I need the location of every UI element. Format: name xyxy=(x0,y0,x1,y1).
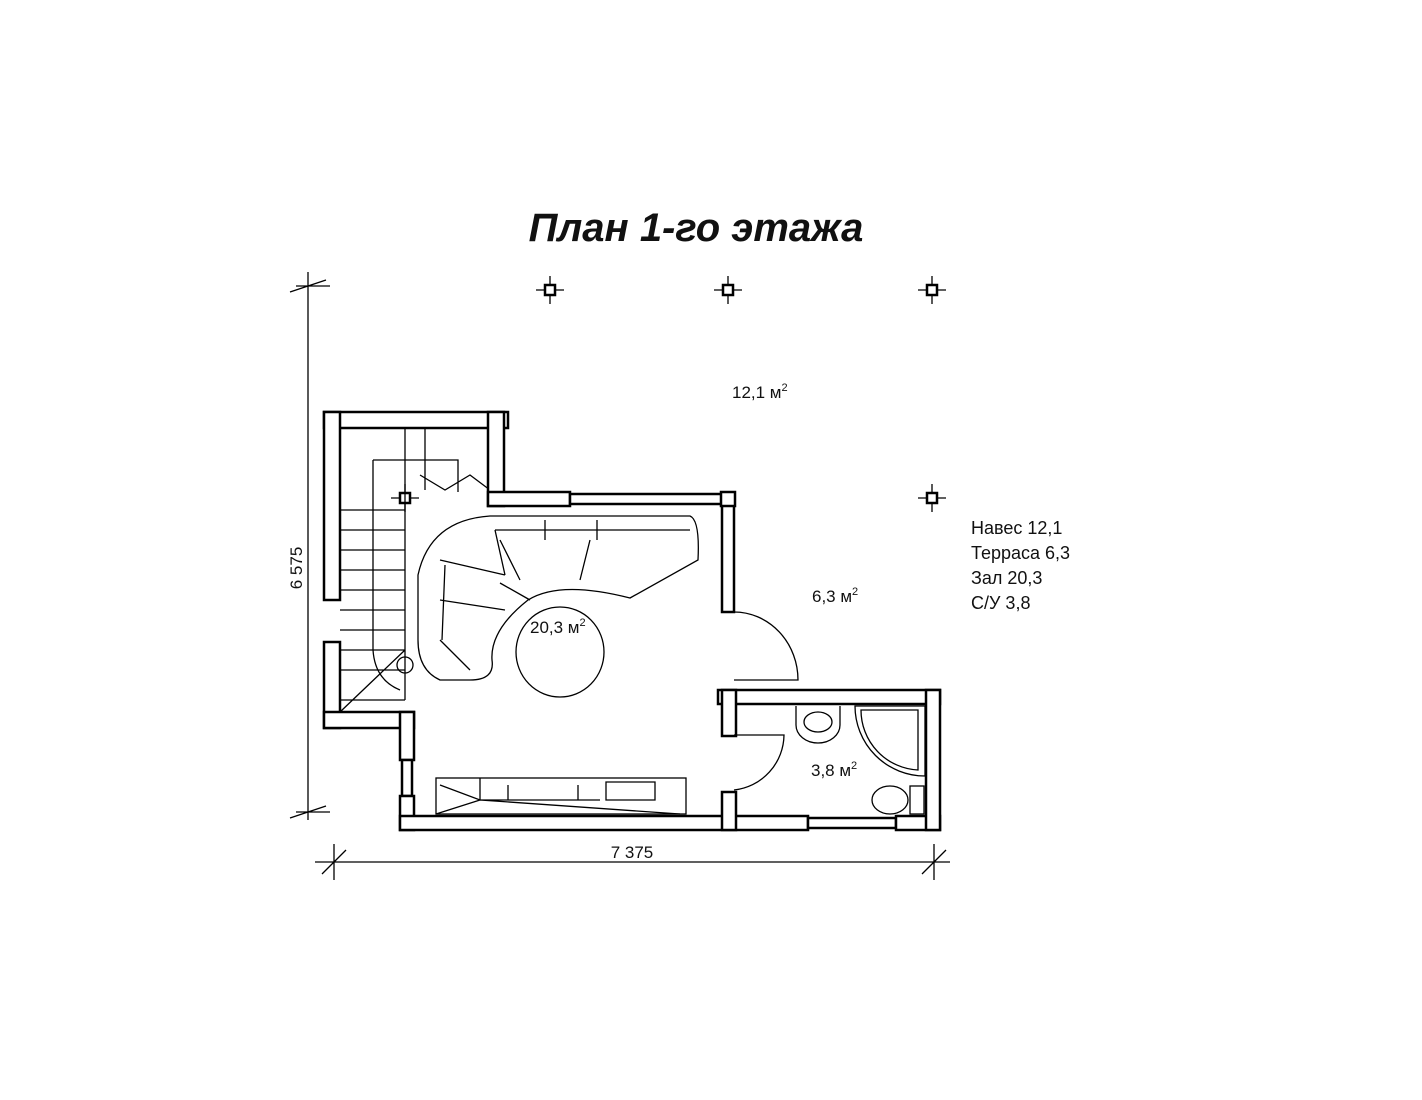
dimension-width: 7 375 xyxy=(315,843,950,880)
posts xyxy=(391,276,946,512)
bathroom-area-label: 3,8 м2 xyxy=(811,760,857,780)
terrace-area-label: 6,3 м2 xyxy=(812,586,858,606)
legend-item: Навес 12,1 xyxy=(971,518,1062,538)
plan-title: План 1-го этажа xyxy=(529,206,864,250)
hall-area-label: 20,3 м2 xyxy=(530,617,586,637)
legend-item: С/У 3,8 xyxy=(971,593,1030,613)
area-legend: Навес 12,1 Терраса 6,3 Зал 20,3 С/У 3,8 xyxy=(971,518,1070,613)
staircase xyxy=(339,428,491,713)
legend-item: Зал 20,3 xyxy=(971,568,1042,588)
canopy-area-label: 12,1 м2 xyxy=(732,382,788,402)
corner-sofa xyxy=(417,515,699,681)
tv-cabinet xyxy=(435,777,687,815)
doors xyxy=(733,611,799,791)
svg-text:6 575: 6 575 xyxy=(287,547,306,590)
dimension-height: 6 575 xyxy=(287,272,330,820)
svg-text:7 375: 7 375 xyxy=(611,843,654,862)
bathroom-fixtures xyxy=(795,705,926,815)
legend-item: Терраса 6,3 xyxy=(971,543,1070,563)
round-table xyxy=(515,606,605,698)
walls xyxy=(322,410,942,832)
